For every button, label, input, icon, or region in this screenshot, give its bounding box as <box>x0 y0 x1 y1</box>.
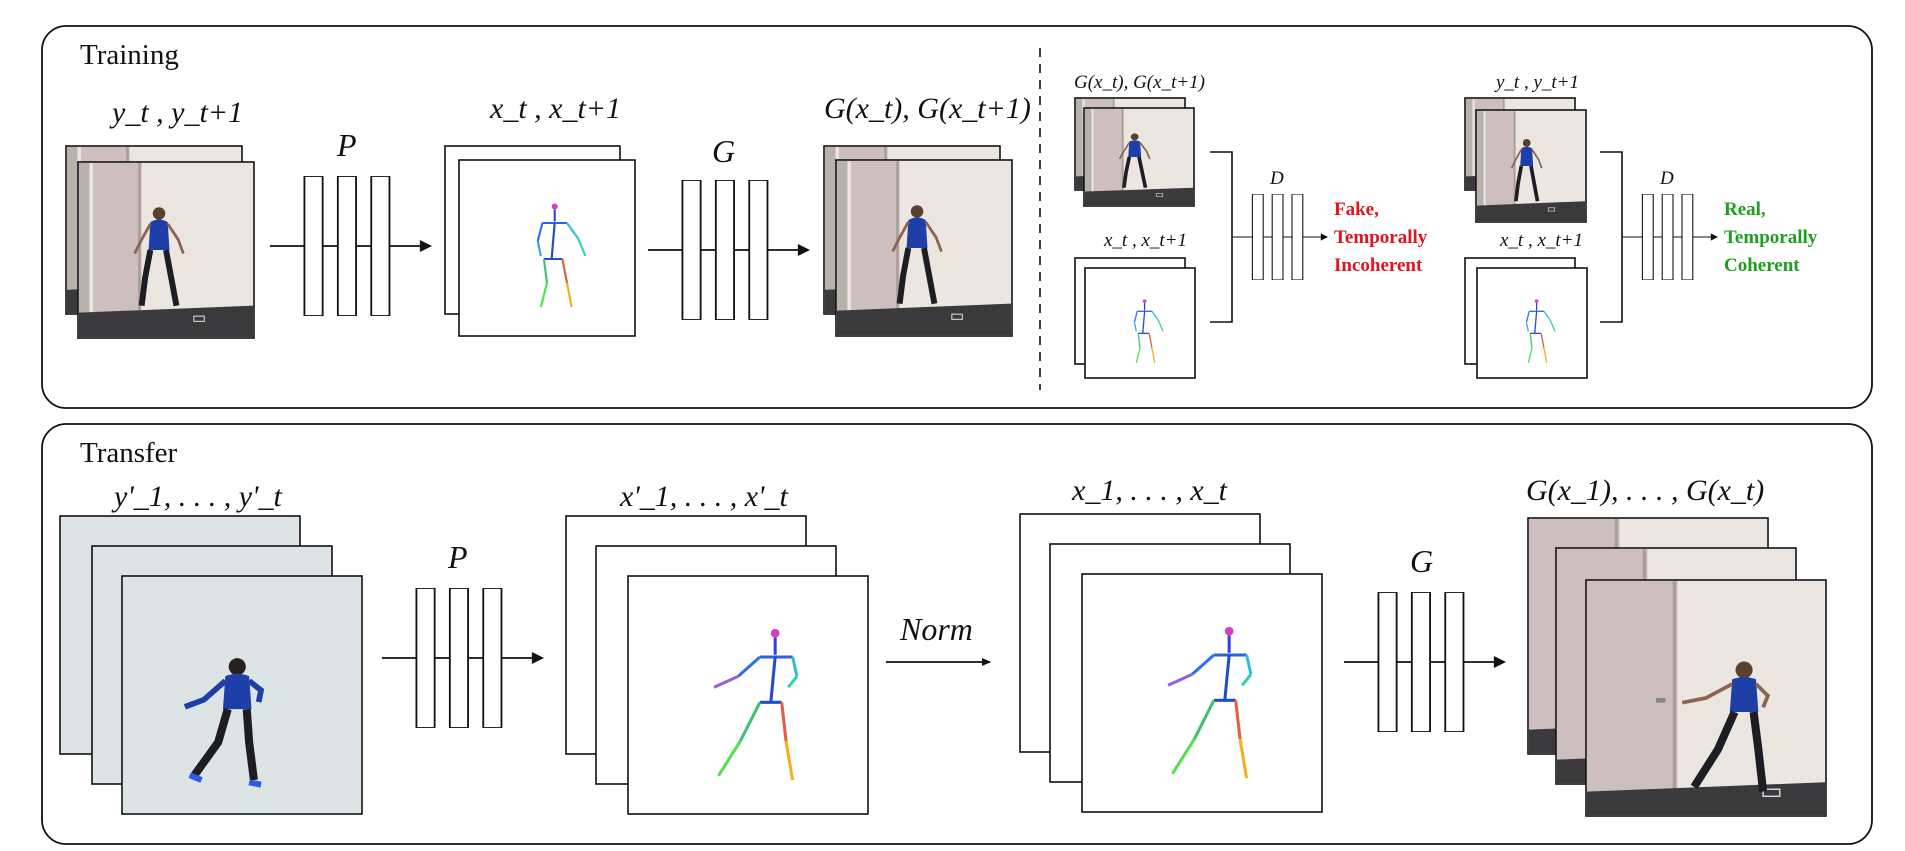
transfer-pose-op: P <box>447 539 468 575</box>
fake-bottom-label: x_t , x_t+1 <box>1103 230 1187 251</box>
training-output-label: G(x_t), G(x_t+1) <box>824 92 1031 125</box>
training-title: Training <box>80 39 179 71</box>
dancer-photo-icon <box>1477 111 1585 221</box>
transfer-source-frames <box>59 515 363 815</box>
real-pair-top-frames <box>1464 97 1587 223</box>
fake-top-label: G(x_t), G(x_t+1) <box>1074 72 1205 93</box>
real-top-label: y_t , y_t+1 <box>1494 72 1579 93</box>
transfer-normalized-frames <box>1019 513 1323 813</box>
fake-verdict-line-1: Fake, <box>1334 199 1379 220</box>
fake-verdict-line-3: Incoherent <box>1334 255 1423 276</box>
real-verdict: Real, Temporally Coherent <box>1724 199 1818 276</box>
real-verdict-line-2: Temporally <box>1724 227 1818 248</box>
training-panel: Training y_t , y_t+1 P x_t , x_t+1 G G(x… <box>41 25 1873 409</box>
transfer-norm-label: x_1, . . . , x_t <box>1071 474 1228 507</box>
real-bottom-label: x_t , x_t+1 <box>1499 230 1583 251</box>
transfer-pose-frames <box>565 515 869 815</box>
fake-verdict: Fake, Temporally Incoherent <box>1334 199 1428 276</box>
training-input-frames <box>65 145 255 339</box>
fake-pair-bottom-frames <box>1074 257 1196 379</box>
training-gen-op: G <box>712 133 735 169</box>
fake-verdict-line-2: Temporally <box>1334 227 1428 248</box>
dancer-photo-icon <box>837 161 1011 335</box>
dancer-photo-icon <box>1587 581 1825 815</box>
training-pose-op: P <box>336 127 357 163</box>
norm-op: Norm <box>899 611 973 647</box>
dancer-photo-icon <box>1085 109 1193 205</box>
transfer-title: Transfer <box>80 437 178 469</box>
transfer-gen-op: G <box>1410 543 1433 579</box>
dancer-photo-icon <box>123 577 361 813</box>
fake-pair-top-frames <box>1074 97 1195 207</box>
dancer-photo-icon <box>79 163 253 337</box>
training-input-label: y_t , y_t+1 <box>109 96 243 129</box>
real-verdict-line-1: Real, <box>1724 199 1766 220</box>
real-verdict-line-3: Coherent <box>1724 255 1800 276</box>
training-pose-label: x_t , x_t+1 <box>489 92 621 125</box>
training-pose-frames <box>444 145 636 337</box>
transfer-output-frames <box>1527 517 1827 817</box>
fake-disc-op: D <box>1269 168 1284 189</box>
transfer-output-label: G(x_1), . . . , G(x_t) <box>1526 474 1764 507</box>
real-pair-bottom-frames <box>1464 257 1588 379</box>
real-disc-op: D <box>1659 168 1674 189</box>
transfer-pose-label: x'_1, . . . , x'_t <box>619 480 788 513</box>
training-output-frames <box>823 145 1013 337</box>
transfer-source-label: y'_1, . . . , y'_t <box>111 480 282 513</box>
transfer-panel: Transfer y'_1, . . . , y'_t P x'_1, . . … <box>41 423 1873 845</box>
